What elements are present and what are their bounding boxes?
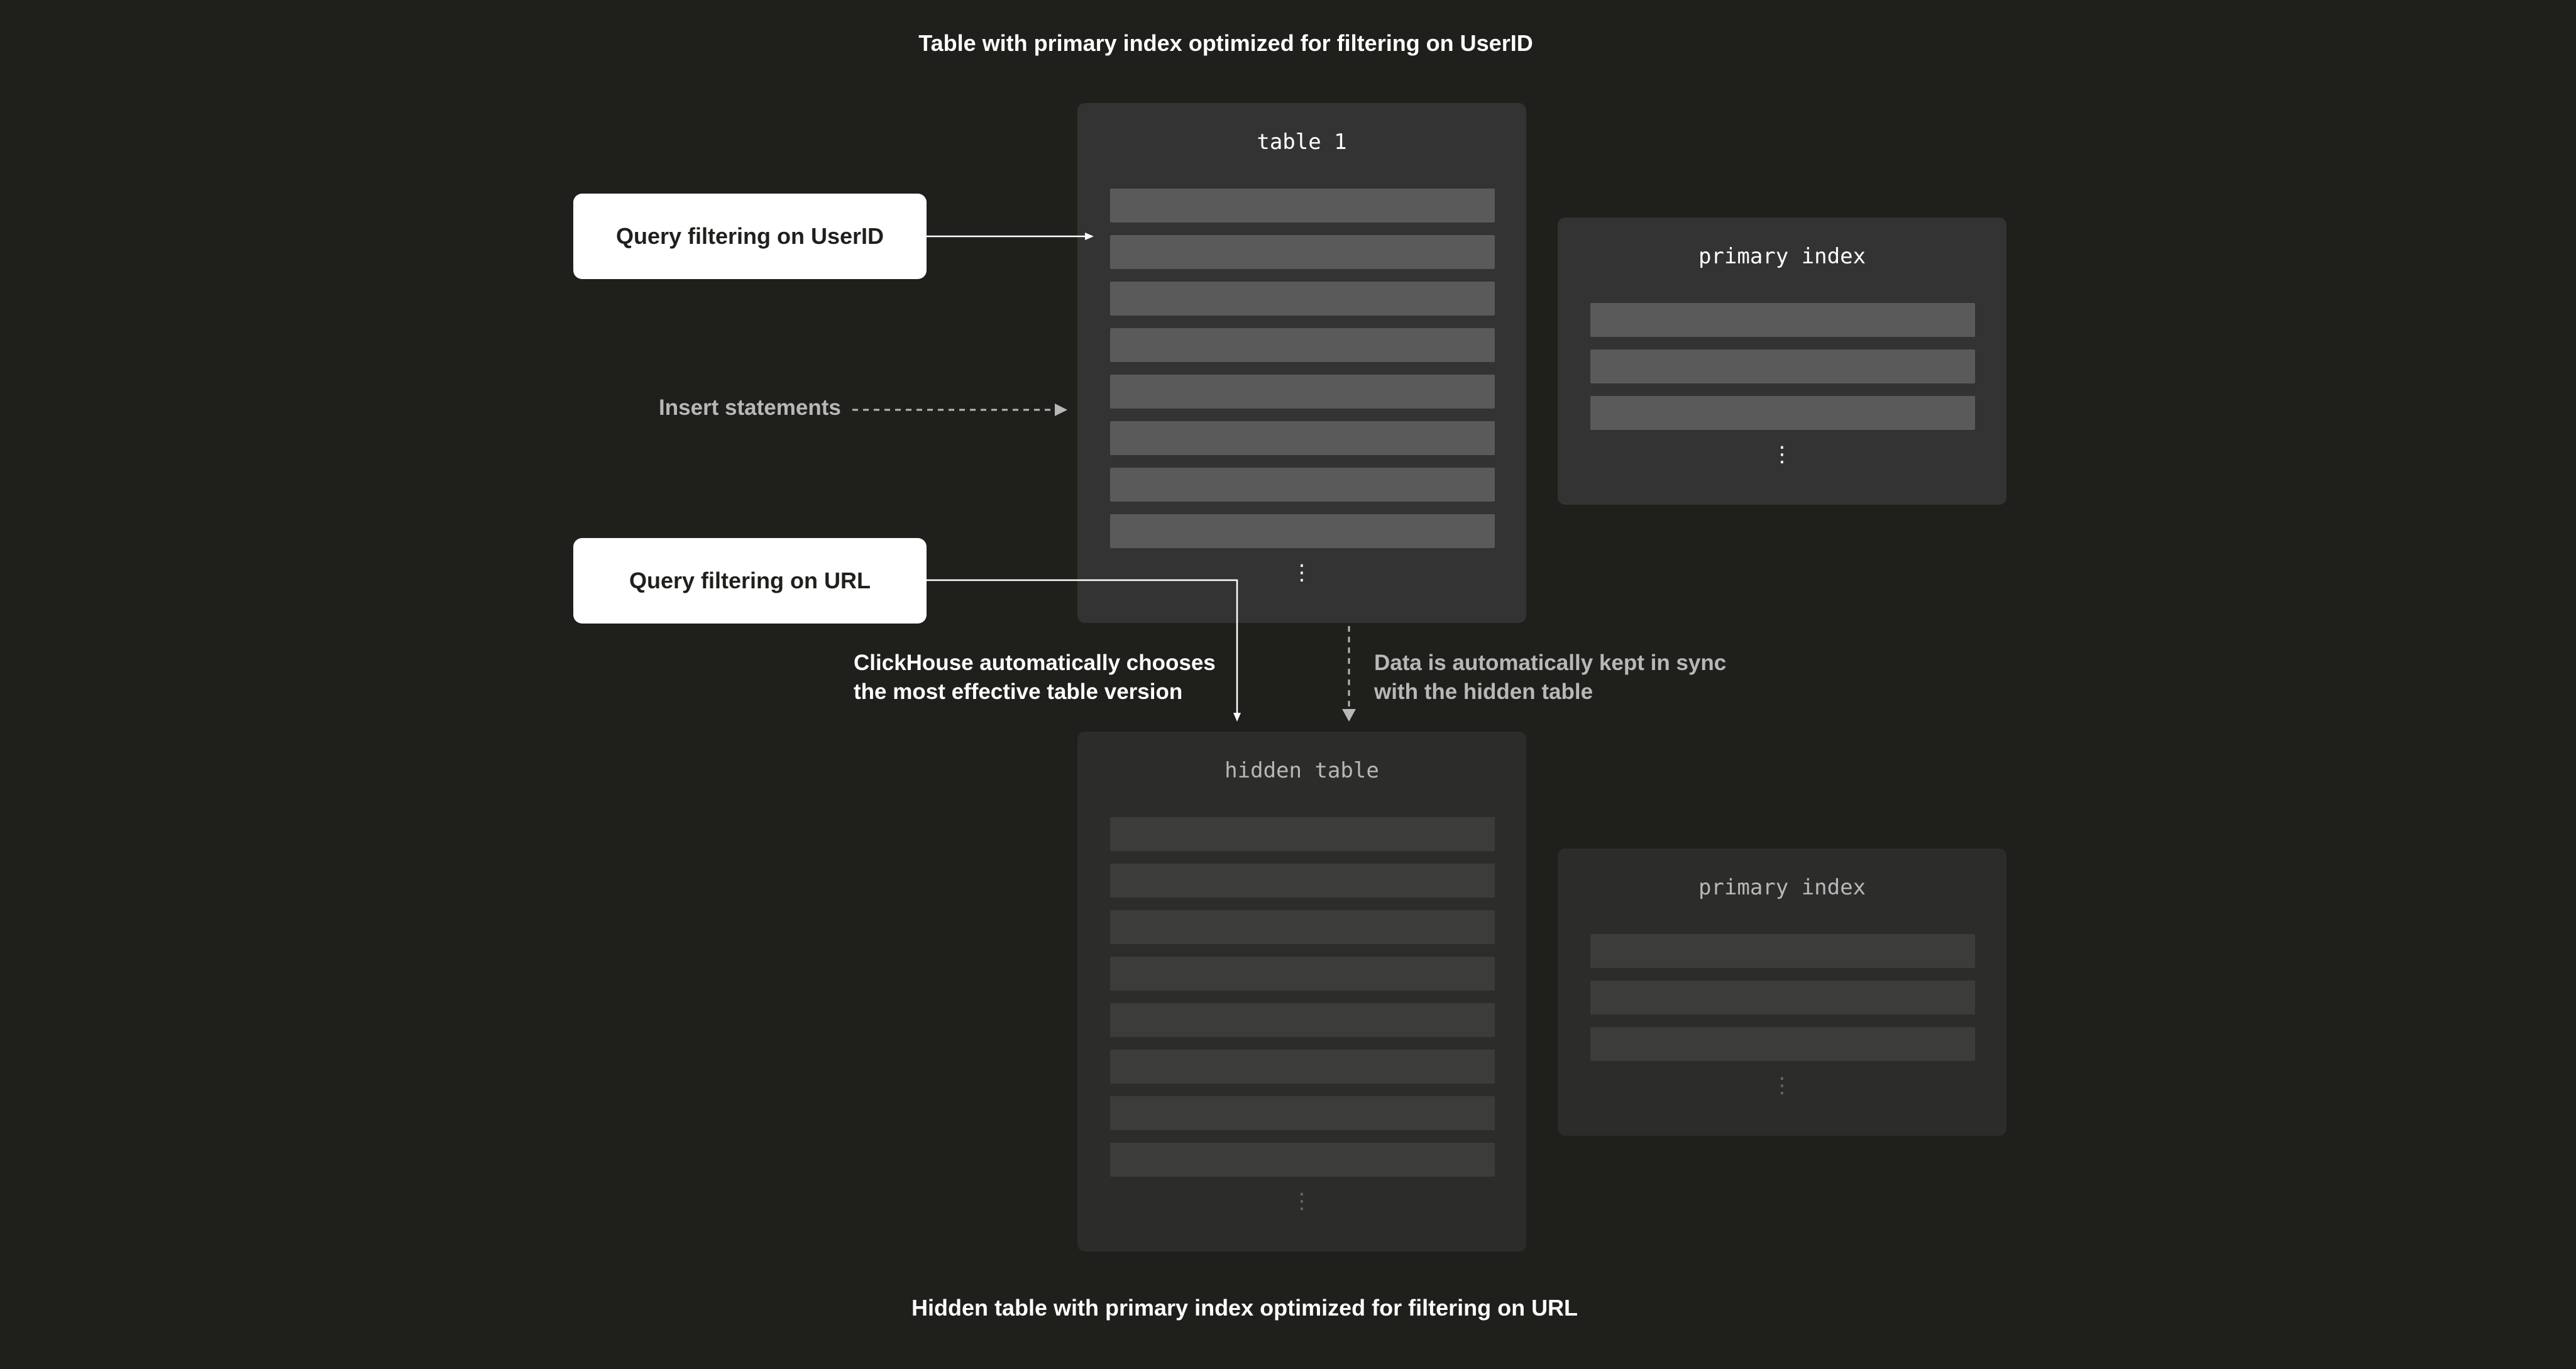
hidden-table-title: hidden table [1225, 758, 1379, 783]
table-1-title: table 1 [1257, 129, 1347, 155]
index-row [1590, 303, 1975, 337]
url-arrow-head-icon [1233, 713, 1241, 722]
insert-statements-label: Insert statements [659, 395, 841, 420]
table-row [1110, 864, 1495, 898]
query-userid-box: Query filtering on UserID [573, 194, 927, 279]
table-row [1110, 375, 1495, 409]
bottom-title: Hidden table with primary index optimize… [911, 1295, 1578, 1321]
index-row [1590, 349, 1975, 383]
table-row [1110, 1143, 1495, 1177]
ellipsis-icon: ⋮ [1771, 442, 1793, 467]
ellipsis-icon: ⋮ [1291, 1189, 1313, 1214]
insert-arrow-head-icon [1055, 404, 1067, 416]
table-row [1110, 817, 1495, 851]
table-row [1110, 1050, 1495, 1084]
choose-version-note-line-1: ClickHouse automatically chooses [854, 651, 1216, 675]
query-url-box: Query filtering on URL [573, 538, 927, 624]
table-row [1110, 514, 1495, 548]
top-title: Table with primary index optimized for f… [918, 30, 1533, 56]
table-row [1110, 1096, 1495, 1130]
table-1-panel: table 1 ⋮ [1077, 103, 1526, 623]
primary-index-1-title: primary index [1698, 244, 1866, 269]
choose-version-note-line-2: the most effective table version [854, 679, 1183, 704]
primary-index-1-panel: primary index ⋮ [1558, 217, 2006, 505]
table-row [1110, 1003, 1495, 1037]
index-row [1590, 1027, 1975, 1061]
table-row [1110, 421, 1495, 455]
table-row [1110, 468, 1495, 502]
primary-index-2-title: primary index [1698, 875, 1866, 900]
sync-note-line-1: Data is automatically kept in sync [1374, 651, 1727, 675]
ellipsis-icon: ⋮ [1771, 1073, 1793, 1098]
primary-index-2-panel: primary index ⋮ [1558, 849, 2006, 1136]
table-row [1110, 189, 1495, 223]
sync-note-line-2: with the hidden table [1374, 679, 1593, 704]
index-row [1590, 396, 1975, 430]
index-row [1590, 934, 1975, 968]
table-row [1110, 282, 1495, 316]
index-row [1590, 981, 1975, 1014]
table-row [1110, 235, 1495, 269]
ellipsis-icon: ⋮ [1291, 560, 1313, 585]
sync-arrow-head-icon [1342, 709, 1356, 722]
hidden-table-panel: hidden table ⋮ [1077, 732, 1526, 1251]
table-row [1110, 910, 1495, 944]
sync-note: Data is automatically kept in sync with … [1374, 649, 1726, 706]
table-row [1110, 328, 1495, 362]
choose-version-note: ClickHouse automatically chooses the mos… [854, 649, 1216, 706]
table-row [1110, 957, 1495, 991]
